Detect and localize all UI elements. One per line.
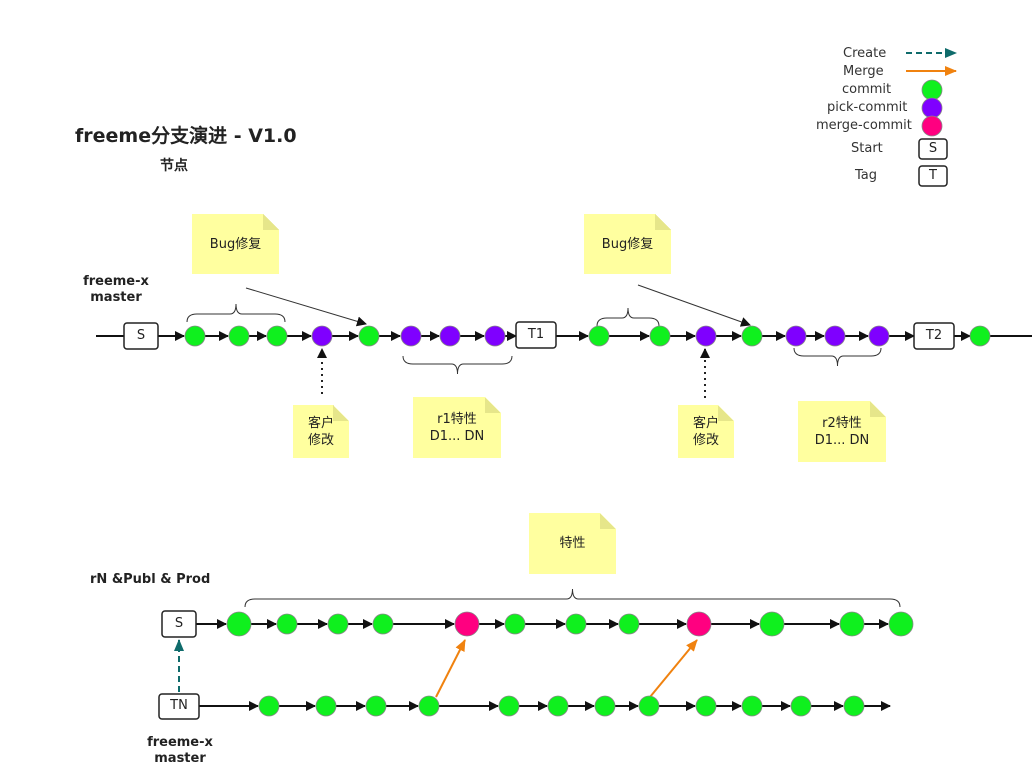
page-title: freeme分支演进 - V1.0	[75, 125, 297, 147]
commit-node	[969, 325, 991, 347]
rn-start-box	[161, 610, 197, 638]
commit-node	[888, 611, 914, 637]
commit-node	[504, 613, 526, 635]
braces	[186, 303, 901, 608]
pointer-bug-fix-1	[245, 287, 367, 327]
legend-merge-commit-label: merge-commit	[816, 118, 912, 133]
branch-label-bottom-master: freeme-x master	[147, 735, 213, 766]
commit-node	[843, 695, 865, 717]
note-r2-features: r2特性 D1... DN	[798, 401, 886, 462]
legend-merge-commit-dot	[921, 115, 943, 137]
note-features: 特性	[529, 513, 616, 574]
pointer-bug-fix-2	[637, 284, 751, 327]
commit-node	[498, 695, 520, 717]
tn-box	[158, 693, 200, 720]
commit-node	[365, 695, 387, 717]
pick-commit-node	[439, 325, 461, 347]
merge-commit-node	[686, 611, 712, 637]
note-bug-fix-2: Bug修复	[584, 214, 671, 274]
legend-create-label: Create	[843, 46, 887, 61]
pick-commit-node	[824, 325, 846, 347]
note-r1-features: r1特性 D1... DN	[413, 397, 501, 458]
commit-node	[184, 325, 206, 347]
commit-node	[790, 695, 812, 717]
branch-lines	[96, 331, 1032, 711]
brace-features	[244, 588, 901, 608]
commit-node	[358, 325, 380, 347]
commit-node	[315, 695, 337, 717]
commit-node	[258, 695, 280, 717]
branch-label-rn-publ-prod: rN &Publ & Prod	[90, 572, 211, 587]
merge-commit-node	[454, 611, 480, 637]
commit-node	[372, 613, 394, 635]
commit-node	[741, 325, 763, 347]
brace-bug-fix-2	[596, 307, 660, 327]
commit-node	[226, 611, 252, 637]
page-subtitle: 节点	[160, 158, 188, 174]
note-bug-fix-2-text: Bug修复	[601, 236, 654, 252]
commit-node	[695, 695, 717, 717]
commit-node	[418, 695, 440, 717]
pick-commit-node	[695, 325, 717, 347]
legend-symbols	[906, 48, 957, 187]
note-bug-fix-1: Bug修复	[192, 214, 279, 274]
legend-commit-label: commit	[842, 82, 892, 97]
note-r2-features-text: r2特性 D1... DN	[814, 415, 870, 448]
branch-label-top-master: freeme-x master	[83, 274, 149, 305]
commit-node	[588, 325, 610, 347]
legend-commit-dot	[921, 79, 943, 101]
brace-r2-features	[793, 347, 882, 367]
legend-merge-label: Merge	[843, 64, 884, 79]
commit-node	[276, 613, 298, 635]
legend-start-box	[918, 138, 948, 160]
commit-node	[618, 613, 640, 635]
t2-box	[913, 322, 955, 350]
note-customer-mod-1: 客户 修改	[293, 405, 349, 458]
pick-commit-node	[484, 325, 506, 347]
commit-node	[327, 613, 349, 635]
merge-arrow	[435, 639, 466, 698]
commit-node	[228, 325, 250, 347]
legend-pick-commit-label: pick-commit	[827, 100, 908, 115]
t1-box	[515, 321, 557, 349]
commit-node	[594, 695, 616, 717]
pick-commit-node	[785, 325, 807, 347]
note-r1-features-text: r1特性 D1... DN	[429, 411, 485, 444]
pick-commit-node	[868, 325, 890, 347]
note-customer-mod-2: 客户 修改	[678, 405, 734, 458]
legend-start-label: Start	[851, 141, 883, 156]
legend-tag-label: Tag	[855, 168, 878, 183]
commit-nodes	[184, 325, 991, 717]
start-box	[123, 322, 159, 350]
pick-commit-node	[400, 325, 422, 347]
commit-node	[638, 695, 660, 717]
brace-r1-features	[402, 355, 513, 375]
commit-node	[266, 325, 288, 347]
commit-node	[839, 611, 865, 637]
legend-pick-commit-dot	[921, 97, 943, 119]
note-customer-mod-2-text: 客户 修改	[692, 415, 719, 448]
commit-node	[547, 695, 569, 717]
commit-node	[741, 695, 763, 717]
pick-commit-node	[311, 325, 333, 347]
brace-bug-fix-1	[186, 303, 286, 323]
note-customer-mod-1-text: 客户 修改	[307, 415, 334, 448]
commit-node	[565, 613, 587, 635]
merge-arrow	[649, 639, 698, 698]
pointer-arrows	[174, 284, 751, 698]
node-boxes	[123, 321, 955, 720]
note-bug-fix-1-text: Bug修复	[209, 236, 262, 252]
legend-tag-box	[918, 165, 948, 187]
note-features-text: 特性	[559, 536, 586, 551]
commit-node	[759, 611, 785, 637]
commit-node	[649, 325, 671, 347]
